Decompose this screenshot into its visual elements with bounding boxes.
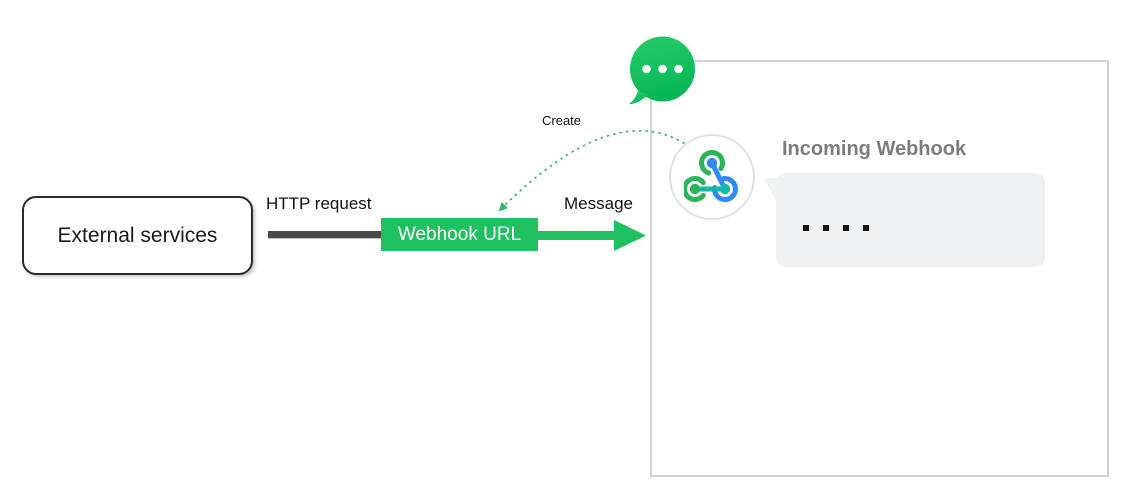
webhook-url-node: Webhook URL — [381, 218, 538, 251]
message-placeholder-dots — [803, 225, 869, 231]
message-dot — [863, 225, 869, 231]
chat-panel — [650, 60, 1109, 477]
message-arrow-icon — [538, 220, 646, 251]
create-label: Create — [542, 113, 582, 128]
message-label: Message — [564, 194, 633, 213]
external-services-label: External services — [57, 223, 218, 247]
incoming-webhook-avatar — [669, 134, 755, 220]
external-services-node: External services — [22, 196, 253, 275]
incoming-webhook-title: Incoming Webhook — [782, 138, 967, 160]
webhook-url-label: Webhook URL — [397, 223, 522, 245]
message-dot — [823, 225, 829, 231]
message-bubble-tail — [764, 178, 777, 202]
message-dot — [843, 225, 849, 231]
message-dot — [803, 225, 809, 231]
http-request-label: HTTP request — [266, 194, 372, 213]
http-request-line — [268, 231, 382, 239]
webhook-logo-icon — [684, 150, 738, 202]
message-bubble — [764, 173, 1045, 267]
